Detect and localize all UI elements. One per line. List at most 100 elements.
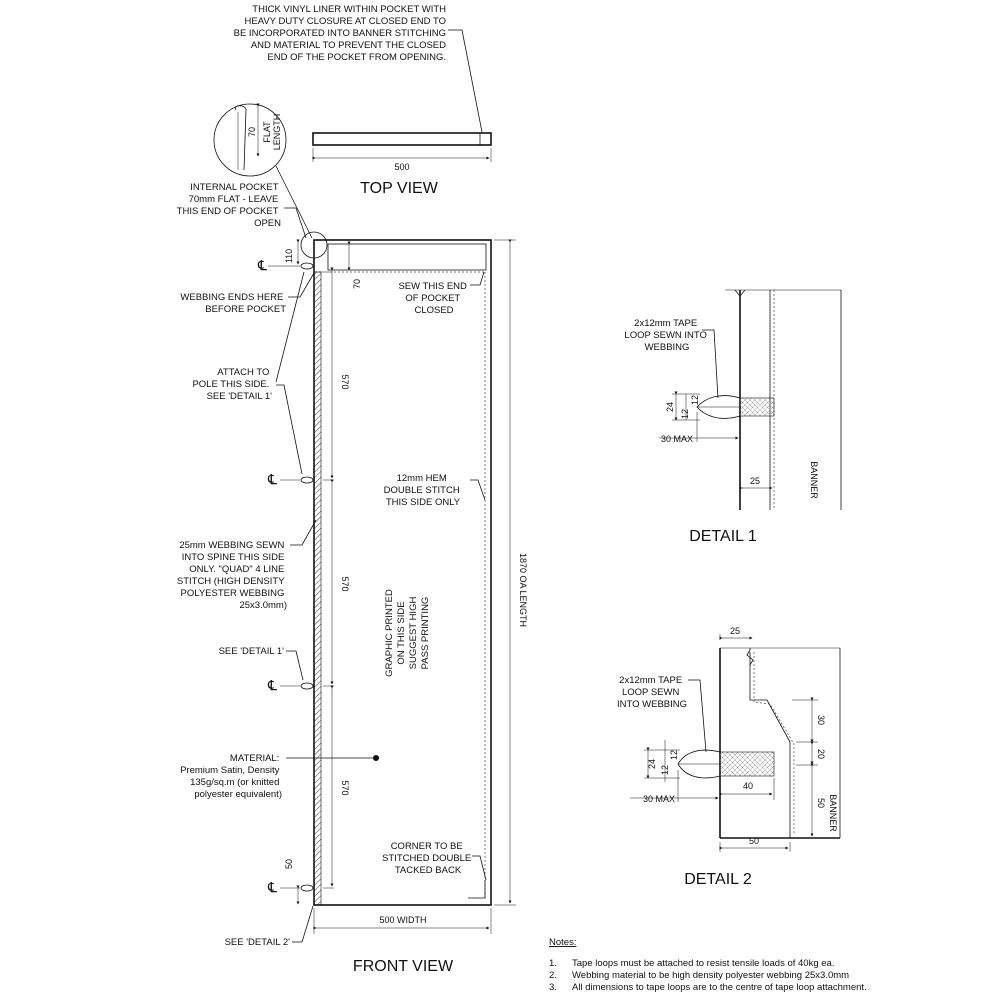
break-mark (746, 648, 754, 666)
dim-70: 70 (352, 279, 362, 289)
length-dim: 1870 OA LENGTH (518, 553, 528, 627)
centreline-symbol: ℄ (267, 679, 277, 694)
detail1-tape-note: 2x12mm TAPE LOOP SEWN INTO WEBBING (624, 318, 709, 353)
material-note: MATERIAL: Premium Satin, Density 135g/sq… (180, 753, 282, 800)
tape-loop-2: ℄ (267, 473, 334, 488)
detail2-title: DETAIL 2 (684, 871, 752, 888)
detail1-banner-label: BANNER (809, 461, 819, 499)
tape-loop-1: ℄ (257, 259, 314, 274)
sew-end-note: SEW THIS END OF POCKET CLOSED (398, 281, 469, 316)
centreline-symbol: ℄ (267, 881, 277, 896)
detail2-banner-label: BANNER (828, 794, 838, 832)
vinyl-liner-leader (448, 29, 483, 133)
detail2-dim-50v: 50 (816, 798, 826, 808)
vinyl-liner-note-line: HEAVY DUTY CLOSURE AT CLOSED END TO (245, 16, 447, 27)
vinyl-liner-note-line: AND MATERIAL TO PREVENT THE CLOSED (251, 40, 446, 51)
front-view-title: FRONT VIEW (353, 958, 454, 975)
detail2-dim-12a: 12 (660, 765, 670, 775)
detail1-dim-25: 25 (750, 476, 760, 486)
detail1-tape-attachment (739, 397, 775, 417)
hem-note: 12mm HEM DOUBLE STITCH THIS SIDE ONLY (384, 473, 463, 508)
see-detail2-note: SEE 'DETAIL 2' (225, 937, 291, 948)
centreline-symbol: ℄ (257, 259, 267, 274)
webbing-ends-leader (288, 272, 315, 298)
callout-pocket-fold (234, 105, 247, 171)
graphic-note-line: GRAPHIC PRINTED (384, 589, 395, 677)
pocket-callout-marker (300, 231, 328, 259)
top-view-pocket (312, 132, 492, 146)
tape-loop-3: ℄ (267, 679, 334, 694)
tape-loop (300, 262, 314, 270)
vinyl-liner-note-line: BE INCORPORATED INTO BANNER STITCHING (234, 28, 446, 39)
detail2-dim-25: 25 (730, 626, 740, 636)
see-detail1-leader (286, 650, 304, 681)
front-view: ℄ ℄ ℄ ℄ 110 70 570 (177, 182, 528, 975)
webbing-ends-note: WEBBING ENDS HERE BEFORE POCKET (180, 292, 286, 315)
tape-loop (300, 682, 314, 690)
graphic-note-line: SUGGEST HIGH (408, 597, 419, 670)
pocket-callout: 70 FLAT LENGTH (213, 103, 313, 239)
detail2-dim-24: 24 (647, 759, 657, 769)
width-dim: 500 WIDTH (379, 915, 426, 925)
detail2-webbing-profile (749, 652, 791, 838)
tape-loop (300, 884, 314, 892)
detail2-dim-20: 20 (816, 749, 826, 759)
note-text: Webbing material to be high density poly… (572, 970, 849, 981)
callout-flat-label: FLAT (262, 121, 272, 143)
dim-570-middle: 570 (340, 576, 350, 591)
attach-pole-leader (275, 271, 305, 383)
detail1-dim-24: 24 (665, 402, 675, 412)
note-number: 1. (549, 958, 557, 969)
detail2-tape-leader (688, 679, 707, 753)
detail2-tape-attachment (719, 751, 775, 777)
graphic-note-line: ON THIS SIDE (396, 601, 407, 664)
detail1-dim-30max: 30 MAX (661, 434, 693, 444)
attach-pole-note: ATTACH TO POLE THIS SIDE. SEE 'DETAIL 1' (192, 367, 272, 402)
banner-outline (313, 239, 492, 906)
note-text: Tape loops must be attached to resist te… (572, 958, 834, 969)
dim-50: 50 (284, 859, 294, 869)
vinyl-liner-note-line: THICK VINYL LINER WITHIN POCKET WITH (252, 4, 446, 15)
graphic-note: GRAPHIC PRINTED ON THIS SIDE SUGGEST HIG… (384, 589, 431, 677)
note-number: 2. (549, 970, 557, 981)
vinyl-liner-note-line: END OF THE POCKET FROM OPENING. (267, 52, 446, 63)
detail2-dim-12b: 12 (669, 750, 679, 760)
callout-dim-value: 70 (247, 127, 257, 137)
corner-leader (472, 855, 487, 881)
dim-110: 110 (284, 249, 294, 263)
internal-pocket-leader (284, 207, 307, 239)
callout-leader (275, 165, 313, 239)
webbing-spec-leader (290, 519, 317, 546)
note-text: All dimensions to tape loops are to the … (572, 982, 867, 993)
top-view: THICK VINYL LINER WITHIN POCKET WITH HEA… (234, 4, 492, 197)
tape-loop (300, 476, 314, 484)
top-view-title: TOP VIEW (360, 180, 439, 197)
callout-length-label: LENGTH (272, 114, 282, 151)
detail1-tape-leader (702, 329, 719, 399)
note-number: 3. (549, 982, 557, 993)
detail1-dim-12b: 12 (690, 395, 700, 405)
detail2-dim-30max: 30 MAX (643, 794, 675, 804)
detail-2: 25 24 12 12 30 MAX 40 30 20 50 BANNER 50… (617, 626, 841, 888)
detail2-dim-50h: 50 (749, 836, 759, 846)
material-leader-dot (373, 755, 379, 761)
detail1-title: DETAIL 1 (689, 528, 757, 545)
corner-tack (468, 880, 486, 899)
top-view-width-dim: 500 (394, 162, 409, 172)
callout-circle (213, 103, 287, 177)
webbing-spine (313, 271, 322, 906)
sew-end-leader (470, 271, 485, 286)
notes-heading: Notes: (549, 937, 576, 948)
webbing-spec-note: 25mm WEBBING SEWN INTO SPINE THIS SIDE O… (177, 540, 287, 611)
hem-leader (470, 479, 486, 501)
see-detail1-note: SEE 'DETAIL 1' (219, 646, 285, 657)
detail2-dim-30: 30 (816, 715, 826, 725)
detail-1: 24 12 12 30 MAX 25 BANNER 2x12mm TAPE LO… (624, 289, 842, 545)
internal-pocket (327, 243, 487, 271)
see-detail2-leader (292, 905, 314, 943)
notes: Notes: 1. Tape loops must be attached to… (549, 937, 867, 993)
detail1-dim-12a: 12 (680, 409, 690, 419)
tape-loop-4: ℄ (267, 881, 334, 896)
attach-pole-leader (276, 384, 303, 475)
